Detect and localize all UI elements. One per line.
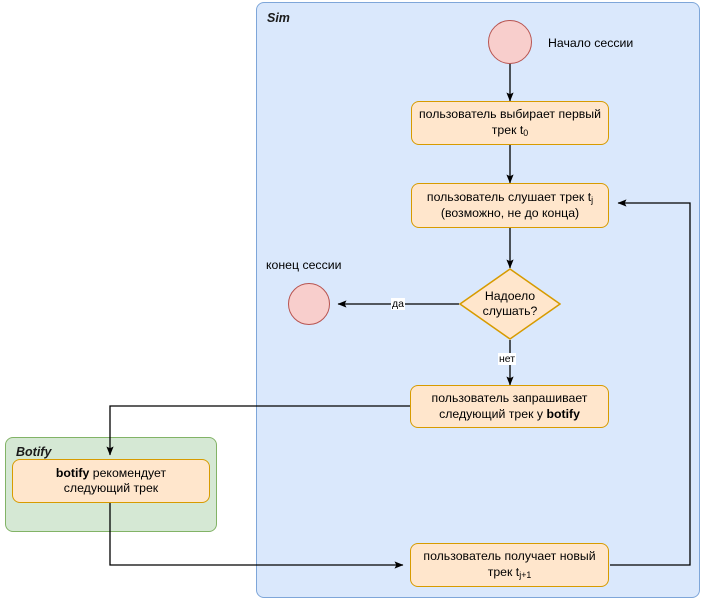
- start-terminator[interactable]: [488, 20, 532, 64]
- pool-botify-label: Botify: [16, 445, 52, 459]
- node-choose-first-track-text: пользователь выбирает первый трек t0: [418, 107, 602, 138]
- node-request-next-track-text: пользователь запрашивает следующий трек …: [431, 391, 588, 421]
- node-choose-first-track[interactable]: пользователь выбирает первый трек t0: [411, 101, 609, 145]
- node-receive-new-track-text: пользователь получает новый трек tj+1: [423, 549, 596, 580]
- node-decision-bored[interactable]: Надоело слушать?: [459, 268, 561, 340]
- end-terminator[interactable]: [288, 283, 330, 325]
- edge-label-yes: да: [391, 298, 405, 310]
- edge-label-no: нет: [498, 353, 517, 365]
- node-listen-track-text: пользователь слушает трек tj (возможно, …: [426, 189, 594, 221]
- end-caption: конец сессии: [266, 258, 342, 272]
- node-receive-new-track[interactable]: пользователь получает новый трек tj+1: [410, 543, 609, 587]
- node-listen-track[interactable]: пользователь слушает трек tj (возможно, …: [411, 183, 609, 228]
- node-botify-recommends[interactable]: botify рекомендует следующий трек: [12, 459, 210, 503]
- node-botify-recommends-text: botify рекомендует следующий трек: [55, 465, 167, 496]
- node-decision-bored-text: Надоело слушать?: [482, 288, 538, 319]
- pool-sim-label: Sim: [267, 11, 290, 25]
- decision-diamond-shape: [459, 268, 561, 340]
- node-request-next-track[interactable]: пользователь запрашивает следующий трек …: [410, 385, 609, 428]
- start-caption: Начало сессии: [548, 36, 634, 50]
